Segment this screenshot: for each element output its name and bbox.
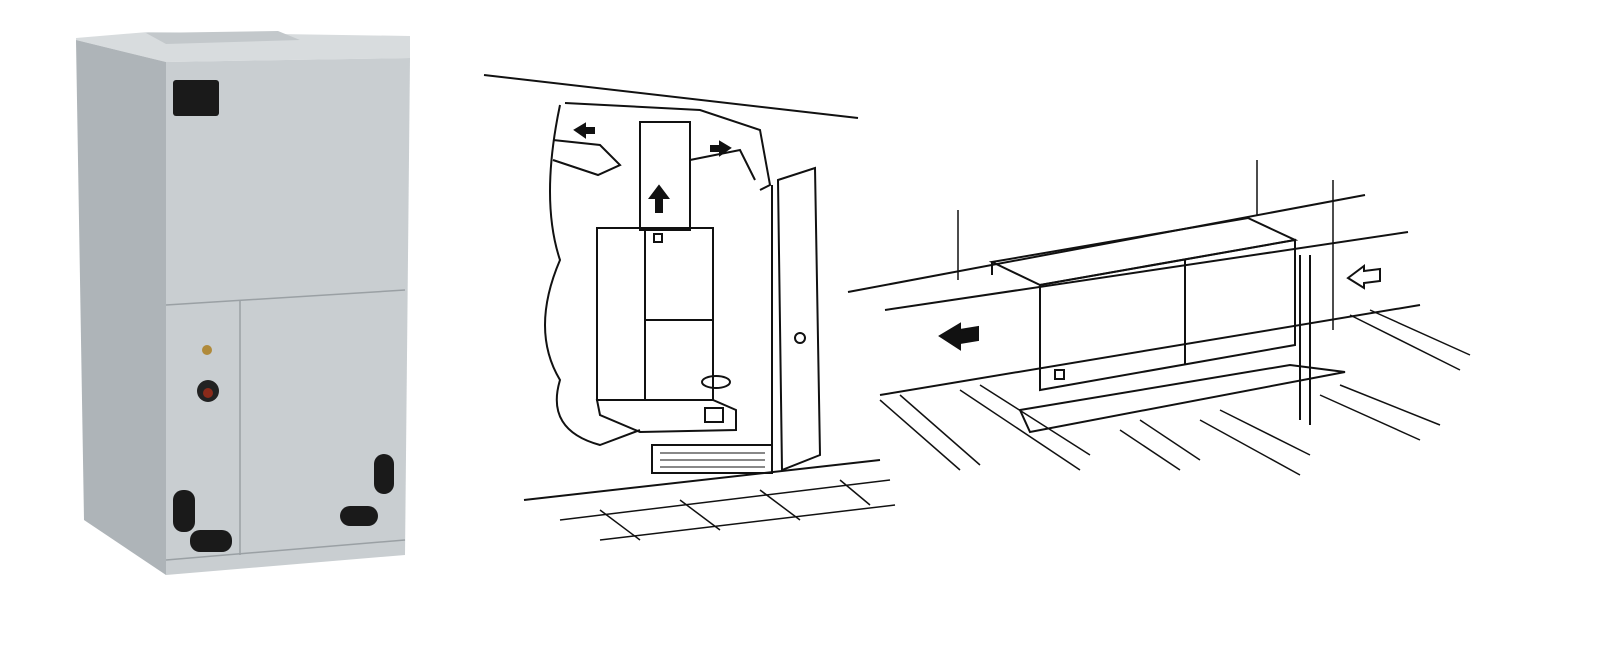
air-handler-unit-horizontal (1039, 238, 1296, 392)
horizontal-attic-installation-drawing (847, 160, 1471, 476)
supply-plenum (639, 121, 691, 231)
cabinet-side (76, 40, 166, 575)
left-arrow-icon (573, 122, 595, 139)
drain-fitting (202, 345, 212, 355)
left-arrow-outline-icon (1346, 264, 1381, 290)
air-handler-unit (596, 227, 714, 401)
up-arrow-icon (648, 184, 670, 213)
refrigerant-lines (1299, 255, 1311, 425)
closet-upflow-installation-drawing (483, 74, 896, 541)
left-arrow-icon (938, 322, 979, 351)
cabinet-front (166, 58, 410, 575)
right-arrow-icon (710, 140, 732, 157)
unit-top (988, 216, 1299, 287)
return-grille (651, 444, 773, 474)
knockout-slot (190, 530, 232, 552)
air-handler-photo (76, 31, 410, 575)
knockout-slot (340, 506, 378, 526)
knockout-slot (374, 454, 394, 494)
support-platform (1018, 363, 1346, 434)
closet-door (776, 166, 822, 472)
electrical-knockout (173, 80, 219, 116)
knockout-slot (173, 490, 195, 532)
